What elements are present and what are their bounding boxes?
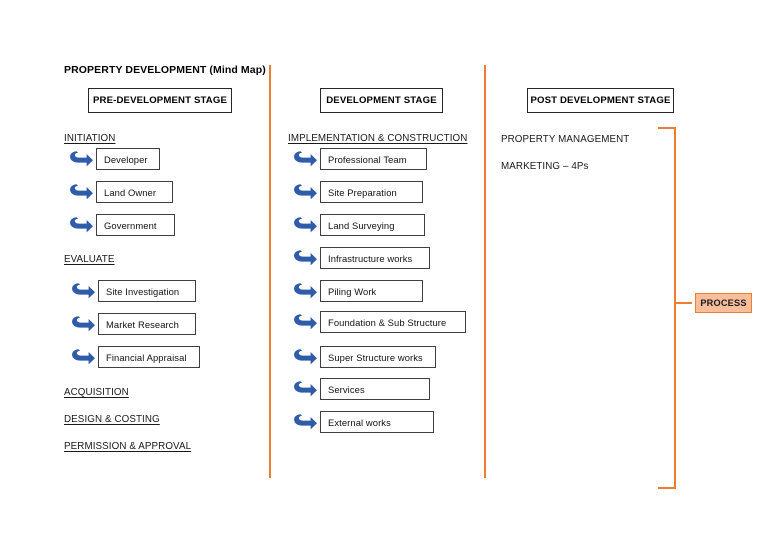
- item-label: Super Structure works: [320, 346, 436, 368]
- curved-arrow-icon: [70, 151, 93, 167]
- process-brace: [656, 127, 692, 489]
- item-label: Government: [96, 214, 175, 236]
- list-item[interactable]: Financial Appraisal: [70, 346, 200, 368]
- curved-arrow-icon: [70, 184, 93, 200]
- section-heading-implementation-and-construction: IMPLEMENTATION & CONSTRUCTION: [288, 133, 468, 144]
- brace-hook-bottom: [658, 487, 676, 489]
- curved-arrow-icon: [72, 316, 95, 332]
- list-item[interactable]: Market Research: [70, 313, 196, 335]
- item-label: Land Surveying: [320, 214, 425, 236]
- list-item[interactable]: Site Investigation: [70, 280, 196, 302]
- page-title: PROPERTY DEVELOPMENT (Mind Map): [64, 64, 266, 76]
- brace-hook-top: [658, 127, 676, 129]
- curved-arrow-icon: [294, 381, 317, 397]
- item-label: Market Research: [98, 313, 196, 335]
- list-item[interactable]: Super Structure works: [292, 346, 436, 368]
- curved-arrow-icon: [294, 349, 317, 365]
- list-item[interactable]: Site Preparation: [292, 181, 423, 203]
- section-heading-permission-and-approval: PERMISSION & APPROVAL: [64, 441, 192, 452]
- list-item[interactable]: Land Surveying: [292, 214, 425, 236]
- section-heading-acquisition: ACQUISITION: [64, 387, 129, 398]
- item-label: Foundation & Sub Structure: [320, 311, 466, 333]
- list-item[interactable]: External works: [292, 411, 434, 433]
- stage-header-post-development: POST DEVELOPMENT STAGE: [527, 88, 674, 113]
- list-item[interactable]: Government: [68, 214, 175, 236]
- list-item[interactable]: Professional Team: [292, 148, 427, 170]
- list-item[interactable]: Developer: [68, 148, 160, 170]
- stage-header-development: DEVELOPMENT STAGE: [320, 88, 443, 113]
- process-badge[interactable]: PROCESS: [695, 293, 752, 313]
- curved-arrow-icon: [294, 414, 317, 430]
- curved-arrow-icon: [294, 151, 317, 167]
- section-heading-design-and-costing: DESIGN & COSTING: [64, 414, 160, 425]
- item-label: Site Preparation: [320, 181, 423, 203]
- brace-hook-middle: [674, 302, 692, 304]
- curved-arrow-icon: [294, 283, 317, 299]
- list-item[interactable]: Piling Work: [292, 280, 423, 302]
- item-label: Developer: [96, 148, 160, 170]
- item-label: Infrastructure works: [320, 247, 430, 269]
- curved-arrow-icon: [72, 349, 95, 365]
- item-label: Financial Appraisal: [98, 346, 200, 368]
- item-label: Piling Work: [320, 280, 423, 302]
- column-divider-left: [269, 65, 271, 478]
- list-item[interactable]: Land Owner: [68, 181, 173, 203]
- curved-arrow-icon: [72, 283, 95, 299]
- curved-arrow-icon: [294, 250, 317, 266]
- curved-arrow-icon: [294, 184, 317, 200]
- section-heading-evaluate: EVALUATE: [64, 254, 115, 265]
- brace-stem: [674, 127, 676, 489]
- post-item-property-management: PROPERTY MANAGEMENT: [501, 134, 630, 145]
- curved-arrow-icon: [70, 217, 93, 233]
- item-label: Site Investigation: [98, 280, 196, 302]
- section-heading-initiation: INITIATION: [64, 133, 116, 144]
- item-label: Services: [320, 378, 430, 400]
- post-item-marketing: MARKETING – 4Ps: [501, 161, 589, 172]
- curved-arrow-icon: [294, 314, 317, 330]
- curved-arrow-icon: [294, 217, 317, 233]
- item-label: Professional Team: [320, 148, 427, 170]
- stage-header-pre-development: PRE-DEVELOPMENT STAGE: [88, 88, 232, 113]
- item-label: External works: [320, 411, 434, 433]
- column-divider-right: [484, 65, 486, 478]
- list-item[interactable]: Infrastructure works: [292, 247, 430, 269]
- list-item[interactable]: Services: [292, 378, 430, 400]
- item-label: Land Owner: [96, 181, 173, 203]
- list-item[interactable]: Foundation & Sub Structure: [292, 311, 466, 333]
